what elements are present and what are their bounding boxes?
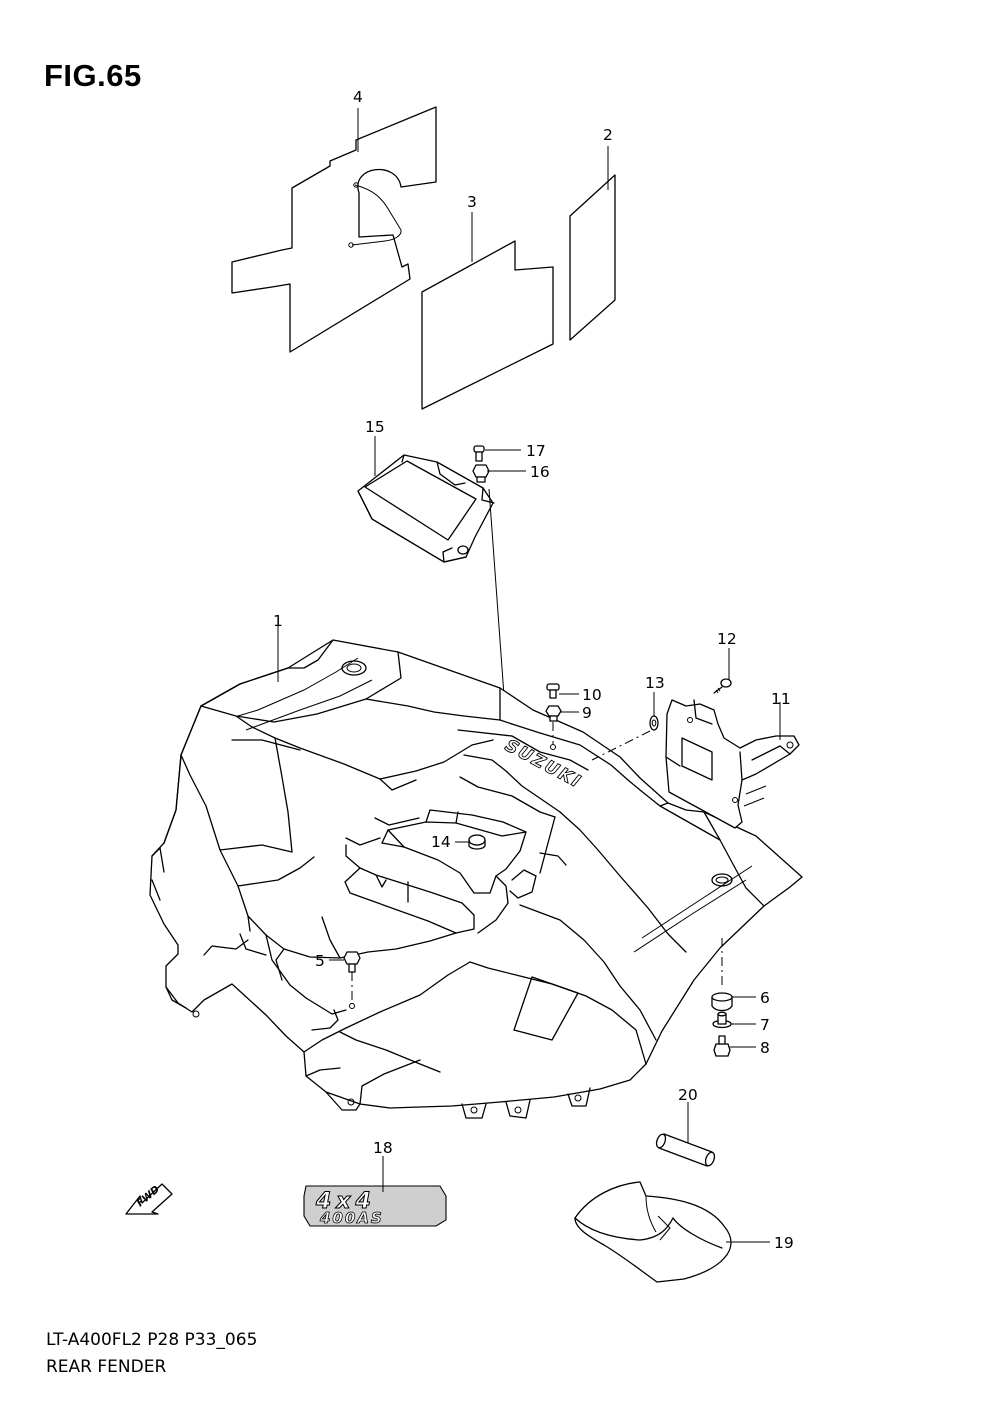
callout-6: 6 [760, 989, 770, 1007]
callout-15: 15 [365, 418, 385, 436]
callout-17: 17 [526, 442, 546, 460]
decal-part-2 [569, 174, 616, 341]
nut-part-16 [472, 464, 490, 483]
screw-part-17 [473, 445, 485, 462]
callout-numbers: 4 2 3 15 17 16 1 12 13 10 11 9 14 5 6 7 … [273, 88, 794, 1252]
callout-11: 11 [771, 690, 791, 708]
callout-14: 14 [431, 833, 451, 851]
bolt-part-10 [546, 683, 560, 699]
callout-1: 1 [273, 612, 283, 630]
callout-9: 9 [582, 704, 592, 722]
callout-10: 10 [582, 686, 602, 704]
leader-lines [277, 108, 781, 1243]
callout-20: 20 [678, 1086, 698, 1104]
decal-sheet-part-4 [231, 106, 437, 353]
callout-19: 19 [774, 1234, 794, 1252]
callout-3: 3 [467, 193, 477, 211]
callout-16: 16 [530, 463, 550, 481]
callout-7: 7 [760, 1016, 770, 1034]
mat-part-19 [574, 1181, 732, 1283]
washer-part-9 [545, 705, 562, 750]
cushion-part-6 [711, 992, 733, 1012]
bracket-part-11 [665, 699, 800, 829]
callout-13: 13 [645, 674, 665, 692]
callout-18: 18 [373, 1139, 393, 1157]
callout-5: 5 [315, 952, 325, 970]
emblem-text-line-1: 4x4 [315, 1189, 376, 1214]
grommet-part-14 [468, 834, 486, 850]
emblem-text-line-2: 400AS [319, 1209, 384, 1227]
callout-12: 12 [717, 630, 737, 648]
bolt-part-5 [343, 951, 361, 1009]
rear-fender-part-1: SUZUKI [149, 639, 803, 1119]
collar-part-7 [712, 1011, 732, 1029]
model-code-label: LT-A400FL2 P28 P33_065 [46, 1330, 258, 1350]
bolt-part-8 [713, 1035, 731, 1057]
storage-tray-part-15 [357, 454, 495, 563]
decal-part-3 [421, 240, 554, 410]
washer-part-13 [649, 715, 659, 731]
emblem-part-18: 4x4 400AS [303, 1185, 447, 1227]
forward-direction-arrow: FWD [125, 1183, 173, 1215]
callout-2: 2 [603, 126, 613, 144]
screw-part-12 [713, 678, 732, 694]
rod-part-20 [655, 1133, 716, 1167]
callout-4: 4 [353, 88, 363, 106]
callout-8: 8 [760, 1039, 770, 1057]
section-name-label: REAR FENDER [46, 1357, 167, 1377]
figure-title: FIG.65 [44, 58, 142, 93]
